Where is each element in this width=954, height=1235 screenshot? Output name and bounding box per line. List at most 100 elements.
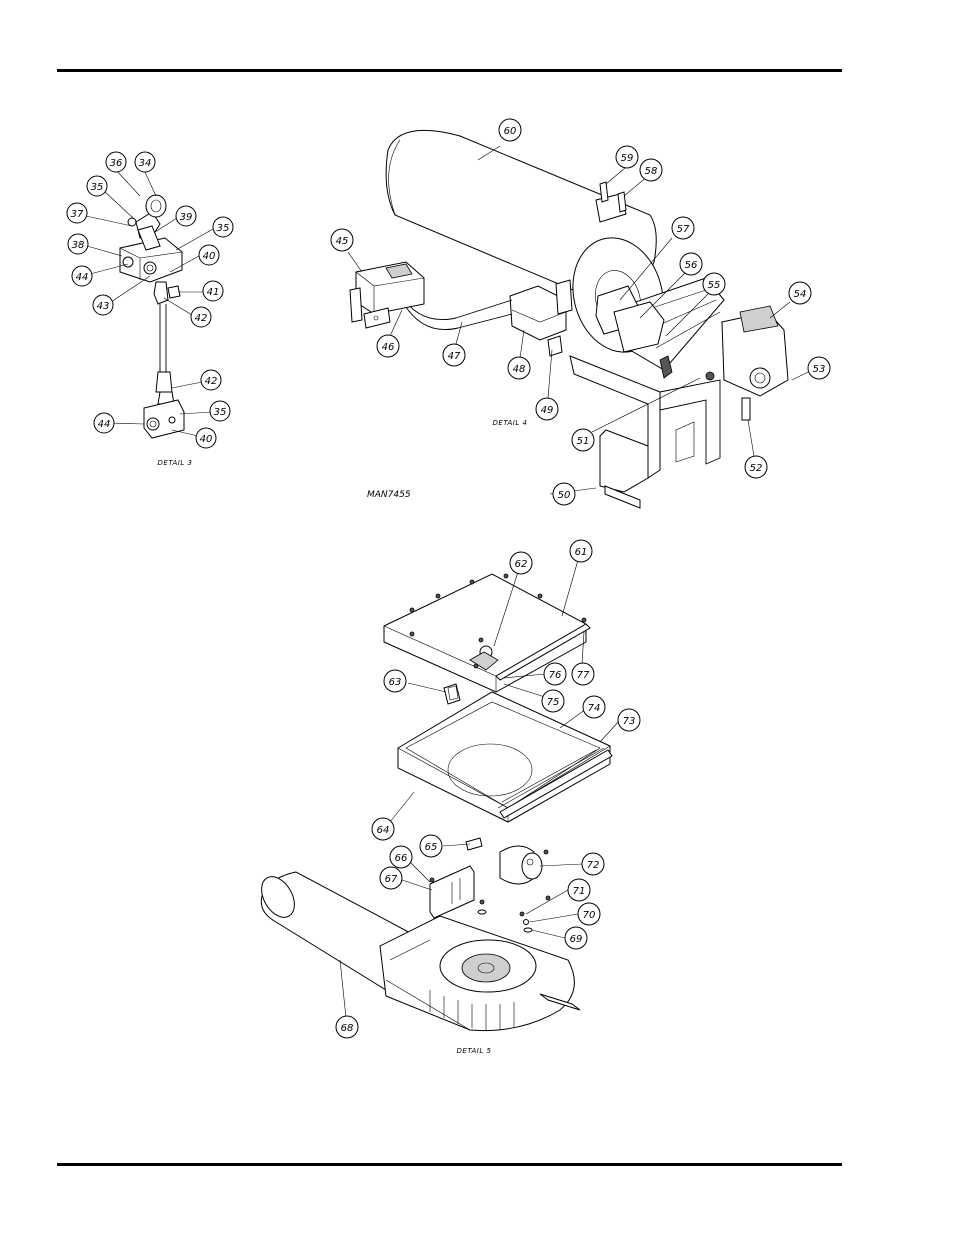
svg-text:57: 57 — [677, 224, 690, 235]
svg-text:37: 37 — [71, 209, 84, 220]
svg-text:40: 40 — [200, 434, 213, 445]
svg-text:77: 77 — [577, 670, 590, 681]
svg-text:59: 59 — [621, 153, 634, 164]
callout-35: 35 — [86, 175, 108, 197]
callout-61: 61 — [569, 539, 593, 563]
callout-77: 77 — [571, 662, 595, 686]
callout-44b: 44 — [93, 412, 115, 434]
detail-4-drawing — [349, 130, 789, 509]
svg-text:65: 65 — [425, 842, 438, 853]
callout-60: 60 — [498, 118, 522, 142]
detail-4-caption: DETAIL 4 — [493, 419, 528, 427]
svg-text:62: 62 — [515, 559, 528, 570]
callout-76: 76 — [543, 662, 567, 686]
callout-68: 68 — [335, 1015, 359, 1039]
callout-37: 37 — [66, 202, 88, 224]
callout-67: 67 — [379, 866, 403, 890]
detail-3-callouts: 34 36 35 37 39 35 38 40 44 41 43 42 42 3… — [66, 151, 234, 449]
svg-text:61: 61 — [575, 547, 588, 558]
callout-42b: 42 — [200, 369, 222, 391]
svg-text:44: 44 — [98, 419, 111, 430]
callout-64: 64 — [371, 817, 395, 841]
svg-text:39: 39 — [180, 212, 193, 223]
svg-text:72: 72 — [587, 860, 600, 871]
callout-66: 66 — [389, 845, 413, 869]
callout-38: 38 — [67, 233, 89, 255]
svg-text:58: 58 — [645, 166, 658, 177]
callout-48: 48 — [507, 356, 531, 380]
svg-text:71: 71 — [573, 886, 586, 897]
callout-62: 62 — [509, 551, 533, 575]
svg-text:50: 50 — [558, 490, 571, 501]
svg-text:56: 56 — [685, 260, 698, 271]
callout-46: 46 — [376, 334, 400, 358]
detail-5-caption: DETAIL 5 — [457, 1047, 492, 1055]
svg-text:47: 47 — [448, 351, 461, 362]
callout-51: 51 — [571, 428, 595, 452]
callout-40b: 40 — [195, 427, 217, 449]
svg-text:60: 60 — [504, 126, 517, 137]
detail-3-leaders — [85, 169, 214, 437]
svg-text:51: 51 — [577, 436, 590, 447]
svg-text:73: 73 — [623, 716, 636, 727]
svg-text:41: 41 — [207, 287, 220, 298]
callout-70: 70 — [577, 902, 601, 926]
svg-text:52: 52 — [750, 463, 763, 474]
svg-text:35: 35 — [217, 223, 230, 234]
detail-3-drawing — [119, 194, 185, 439]
callout-44: 44 — [71, 265, 93, 287]
svg-text:70: 70 — [583, 910, 596, 921]
svg-text:53: 53 — [813, 364, 826, 375]
svg-text:75: 75 — [547, 697, 560, 708]
svg-text:40: 40 — [203, 251, 216, 262]
svg-text:49: 49 — [541, 405, 554, 416]
detail-3-caption: DETAIL 3 — [158, 459, 193, 467]
callout-56: 56 — [679, 252, 703, 276]
svg-text:66: 66 — [395, 853, 408, 864]
callout-69: 69 — [564, 926, 588, 950]
detail-5-leaders — [339, 559, 621, 1019]
svg-text:44: 44 — [76, 272, 89, 283]
svg-text:69: 69 — [570, 934, 583, 945]
callout-45: 45 — [330, 228, 354, 252]
svg-text:55: 55 — [708, 280, 721, 291]
callout-41: 41 — [202, 280, 224, 302]
svg-text:74: 74 — [588, 703, 601, 714]
callout-59: 59 — [615, 145, 639, 169]
svg-text:42: 42 — [195, 313, 208, 324]
svg-text:36: 36 — [110, 158, 123, 169]
callout-35b: 35 — [212, 216, 234, 238]
callout-53: 53 — [807, 356, 831, 380]
callout-71: 71 — [567, 878, 591, 902]
callout-58: 58 — [639, 158, 663, 182]
detail-5-callouts: 61 62 76 77 63 75 74 73 64 65 66 72 67 7… — [335, 539, 641, 1039]
callout-57: 57 — [671, 216, 695, 240]
svg-text:35: 35 — [91, 182, 104, 193]
drawing-number: MAN7455 — [367, 490, 411, 500]
callout-55: 55 — [702, 272, 726, 296]
callout-74: 74 — [582, 695, 606, 719]
svg-text:68: 68 — [341, 1023, 354, 1034]
callout-36: 36 — [105, 151, 127, 173]
callout-40: 40 — [198, 244, 220, 266]
callout-52: 52 — [744, 455, 768, 479]
callout-65: 65 — [419, 834, 443, 858]
callout-43: 43 — [92, 294, 114, 316]
svg-text:67: 67 — [385, 874, 398, 885]
svg-text:48: 48 — [513, 364, 526, 375]
callout-54: 54 — [788, 281, 812, 305]
svg-text:35: 35 — [214, 407, 227, 418]
svg-text:38: 38 — [72, 240, 85, 251]
callout-35c: 35 — [209, 400, 231, 422]
callout-63: 63 — [383, 669, 407, 693]
callout-73: 73 — [617, 708, 641, 732]
svg-text:54: 54 — [794, 289, 807, 300]
callout-34: 34 — [134, 151, 156, 173]
svg-text:46: 46 — [382, 342, 395, 353]
callout-39: 39 — [175, 205, 197, 227]
footer-rule — [57, 1163, 842, 1166]
callout-47: 47 — [442, 343, 466, 367]
detail-4-callouts: 60 59 58 57 45 56 55 54 46 47 48 53 49 5… — [330, 118, 831, 506]
svg-text:43: 43 — [97, 301, 110, 312]
